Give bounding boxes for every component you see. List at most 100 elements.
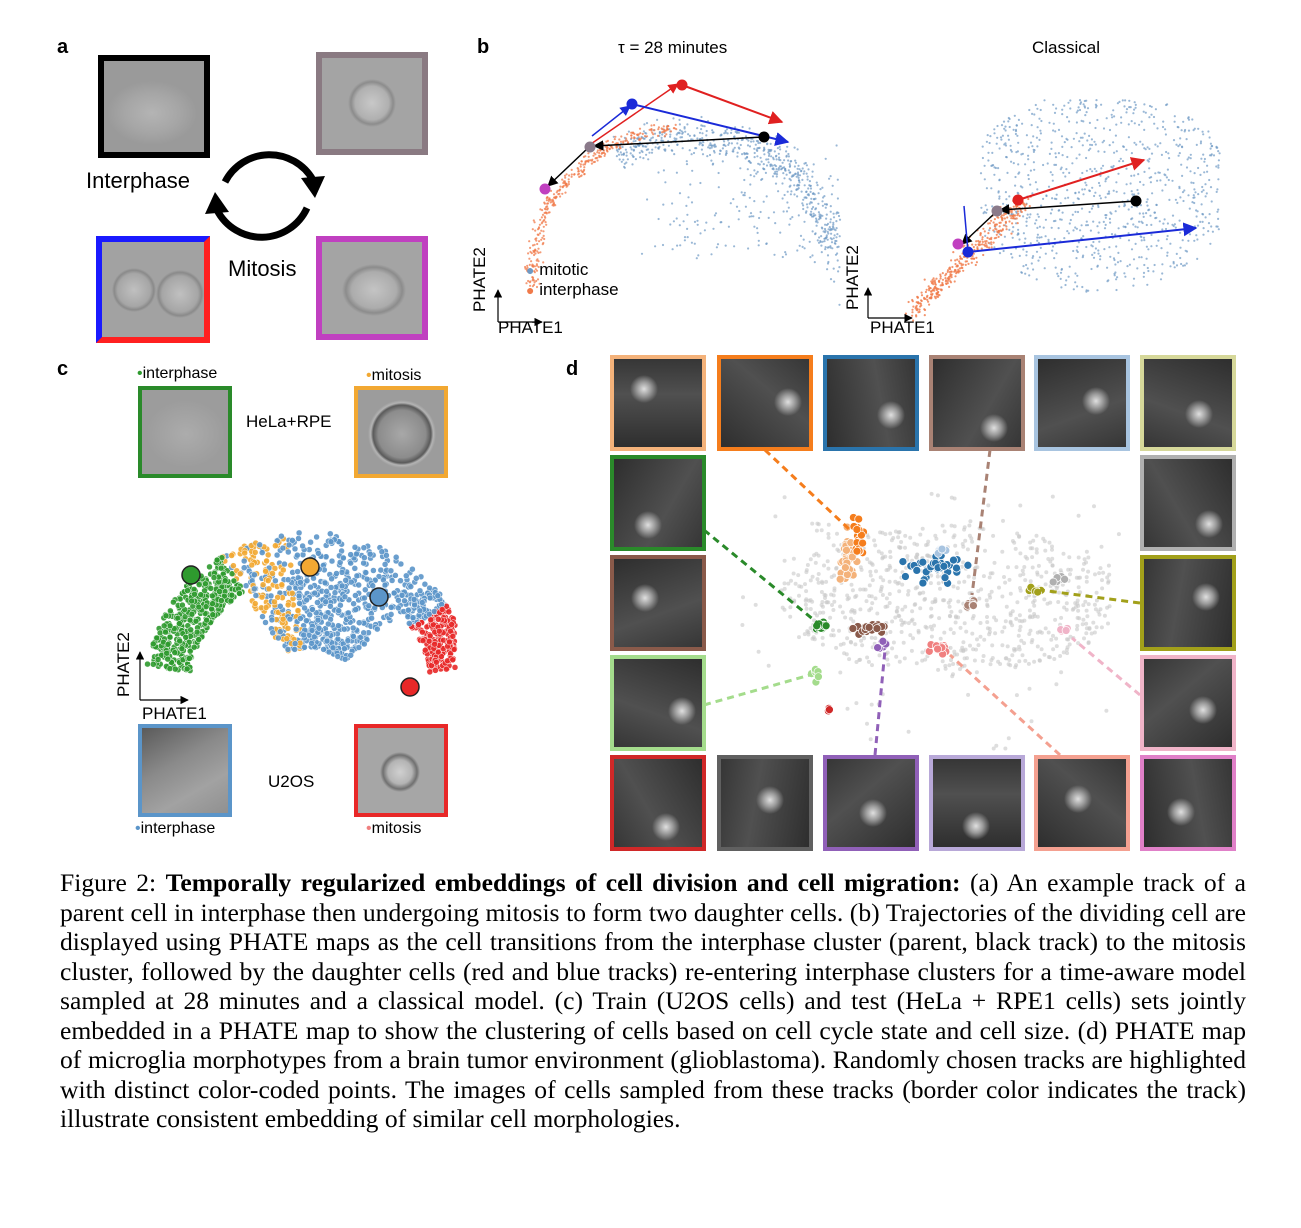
interphase-point — [525, 282, 528, 285]
mitotic-point — [1114, 134, 1117, 137]
mitotic-point — [1133, 122, 1136, 125]
mitotic-point — [693, 134, 696, 137]
mitotic-point — [1215, 190, 1218, 193]
mitotic-point — [1202, 233, 1205, 236]
background-point — [1086, 569, 1091, 574]
tile-right-2 — [1140, 555, 1236, 651]
mitotic-point — [1113, 115, 1116, 118]
track-point — [848, 624, 858, 633]
interphase-point — [534, 229, 537, 232]
cell-point — [327, 603, 334, 610]
interphase-point — [537, 247, 540, 250]
background-point — [834, 565, 839, 570]
interphase-point — [1000, 229, 1003, 233]
interphase-point — [534, 268, 537, 271]
mitotic-point — [1057, 227, 1060, 230]
background-point — [796, 573, 801, 578]
mitotic-point — [800, 190, 803, 193]
interphase-point — [652, 133, 655, 136]
background-point — [934, 536, 939, 541]
mitotic-point — [1115, 288, 1118, 292]
cell-point — [291, 545, 299, 553]
mitotic-point — [1202, 153, 1205, 156]
mitotic-point — [1184, 128, 1187, 132]
mitotic-point — [639, 156, 642, 159]
interphase-point — [1011, 222, 1014, 225]
background-point — [994, 618, 999, 623]
mitotic-point — [1042, 197, 1045, 200]
mitotic-point — [783, 159, 786, 162]
mitotic-point — [1081, 188, 1084, 191]
mitotic-point — [819, 240, 822, 244]
background-point — [1107, 572, 1112, 577]
track-point — [952, 563, 961, 573]
background-point — [899, 622, 904, 627]
mitotic-point — [1158, 220, 1161, 223]
interphase-point — [553, 196, 556, 199]
interphase-point — [932, 287, 935, 290]
mitotic-point — [825, 223, 828, 227]
cell-point — [186, 616, 194, 624]
background-point — [832, 599, 837, 604]
mitotic-point — [732, 148, 735, 151]
cell-point — [259, 581, 267, 588]
mitotic-point — [1092, 240, 1095, 244]
cell-point — [374, 625, 381, 633]
mitotic-point — [1112, 141, 1115, 144]
mitotic-point — [1051, 245, 1055, 248]
background-point — [929, 606, 934, 611]
interphase-point — [592, 161, 595, 164]
mitotic-point — [815, 217, 818, 220]
mitotic-point — [1011, 236, 1014, 239]
background-point — [1059, 670, 1064, 675]
background-point — [826, 522, 831, 527]
mitotic-point — [629, 146, 632, 149]
mitotic-point — [1066, 155, 1069, 159]
cell-point — [362, 586, 369, 594]
mitotic-point — [1087, 289, 1090, 292]
mitotic-point — [1167, 178, 1170, 182]
mitotic-point — [724, 144, 727, 147]
mitotic-point — [1001, 243, 1004, 246]
interphase-point — [928, 303, 931, 306]
mitotic-point — [676, 244, 679, 247]
mitotic-point — [1201, 130, 1204, 133]
mitotic-point — [676, 143, 679, 146]
mitotic-point — [1125, 108, 1129, 111]
mitotic-point — [1209, 186, 1213, 189]
mitotic-point — [739, 143, 742, 147]
background-point — [1000, 629, 1005, 634]
mitotic-point — [753, 200, 756, 203]
background-point — [868, 737, 873, 742]
mitotic-point — [1171, 223, 1174, 226]
mitotic-point — [1148, 167, 1151, 170]
mitotic-point — [1061, 211, 1064, 214]
mitotic-point — [1051, 173, 1054, 176]
interphase-point — [974, 263, 977, 267]
background-point — [952, 524, 957, 529]
interphase-point — [934, 297, 937, 300]
background-point — [1008, 591, 1013, 596]
mitotic-point — [1078, 99, 1082, 102]
interphase-point — [954, 270, 957, 273]
background-point — [906, 729, 911, 734]
background-point — [957, 580, 961, 585]
background-point — [967, 523, 972, 528]
cell-point — [170, 598, 177, 606]
interphase-point — [979, 232, 982, 235]
interphase-point — [573, 173, 576, 176]
interphase-point — [904, 312, 907, 315]
interphase-point — [1012, 214, 1015, 218]
interphase-point — [565, 185, 568, 188]
background-point — [819, 528, 824, 533]
cell-point — [451, 664, 459, 671]
interphase-point — [995, 233, 998, 236]
background-point — [1005, 644, 1010, 649]
background-point — [979, 587, 984, 592]
background-point — [956, 599, 961, 604]
cell-point — [307, 538, 314, 546]
mitotic-point — [798, 174, 802, 177]
background-point — [1018, 573, 1023, 578]
mitotic-point — [821, 214, 824, 217]
cell-point — [228, 591, 236, 599]
